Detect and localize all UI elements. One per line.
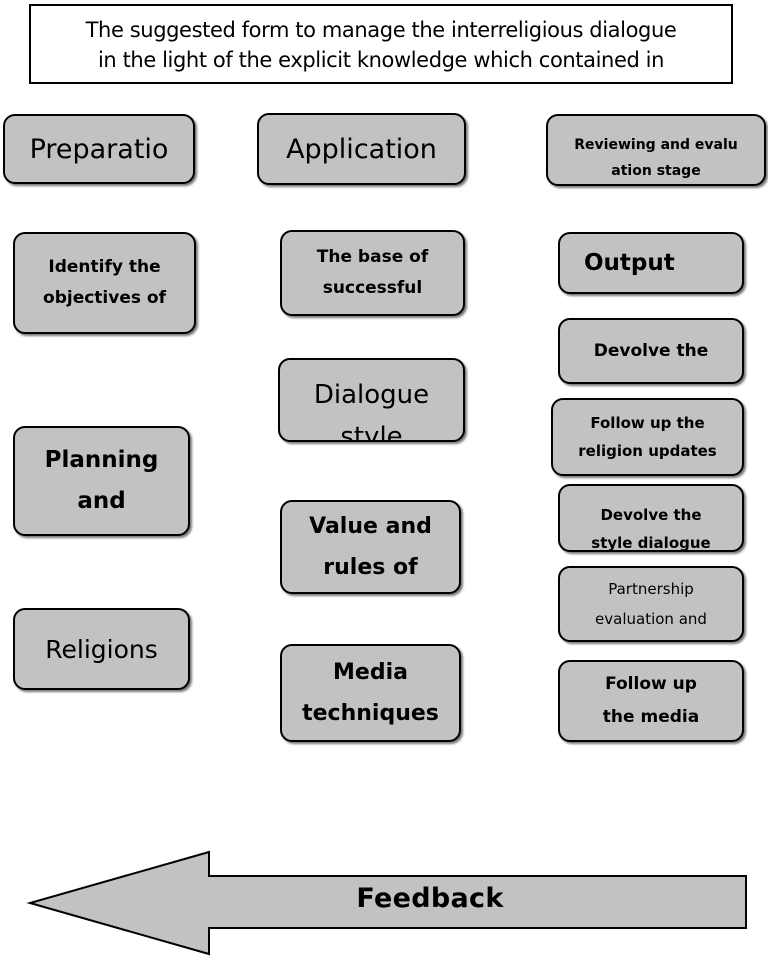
title-line-2: in the light of the explicit knowledge w… (97, 48, 665, 72)
reviewing-header: Reviewing and evalu ation stage (546, 114, 766, 186)
preparation-item-religions: Religions (13, 608, 190, 690)
application-item-dialogue: Dialogue style (278, 358, 465, 442)
feedback-label: Feedback (356, 883, 504, 914)
feedback-arrow-shape (26, 850, 747, 956)
reviewing-item-religion-updates: Follow up the religion updates (551, 398, 744, 476)
title-line-1: The suggested form to manage the interre… (85, 18, 677, 42)
application-header: Application (257, 113, 466, 185)
application-item-values: Value and rules of (280, 500, 461, 594)
preparation-item-objectives: Identify the objectives of (13, 232, 196, 334)
preparation-header: Preparatio (3, 114, 195, 184)
reviewing-item-style-dialogue: Devolve the style dialogue (558, 484, 744, 552)
diagram-title: The suggested form to manage the interre… (29, 4, 733, 84)
application-header-text: Application (286, 133, 437, 165)
feedback-arrow (26, 850, 747, 956)
application-item-base: The base of successful (280, 230, 465, 316)
application-item-media: Media techniques (280, 644, 461, 742)
reviewing-item-partnership: Partnership evaluation and (558, 566, 744, 642)
reviewing-item-devolve: Devolve the (558, 318, 744, 384)
preparation-header-text: Preparatio (29, 133, 169, 165)
reviewing-item-output: Output (558, 232, 744, 294)
preparation-item-planning: Planning and (13, 426, 190, 536)
reviewing-item-media: Follow up the media (558, 660, 744, 742)
